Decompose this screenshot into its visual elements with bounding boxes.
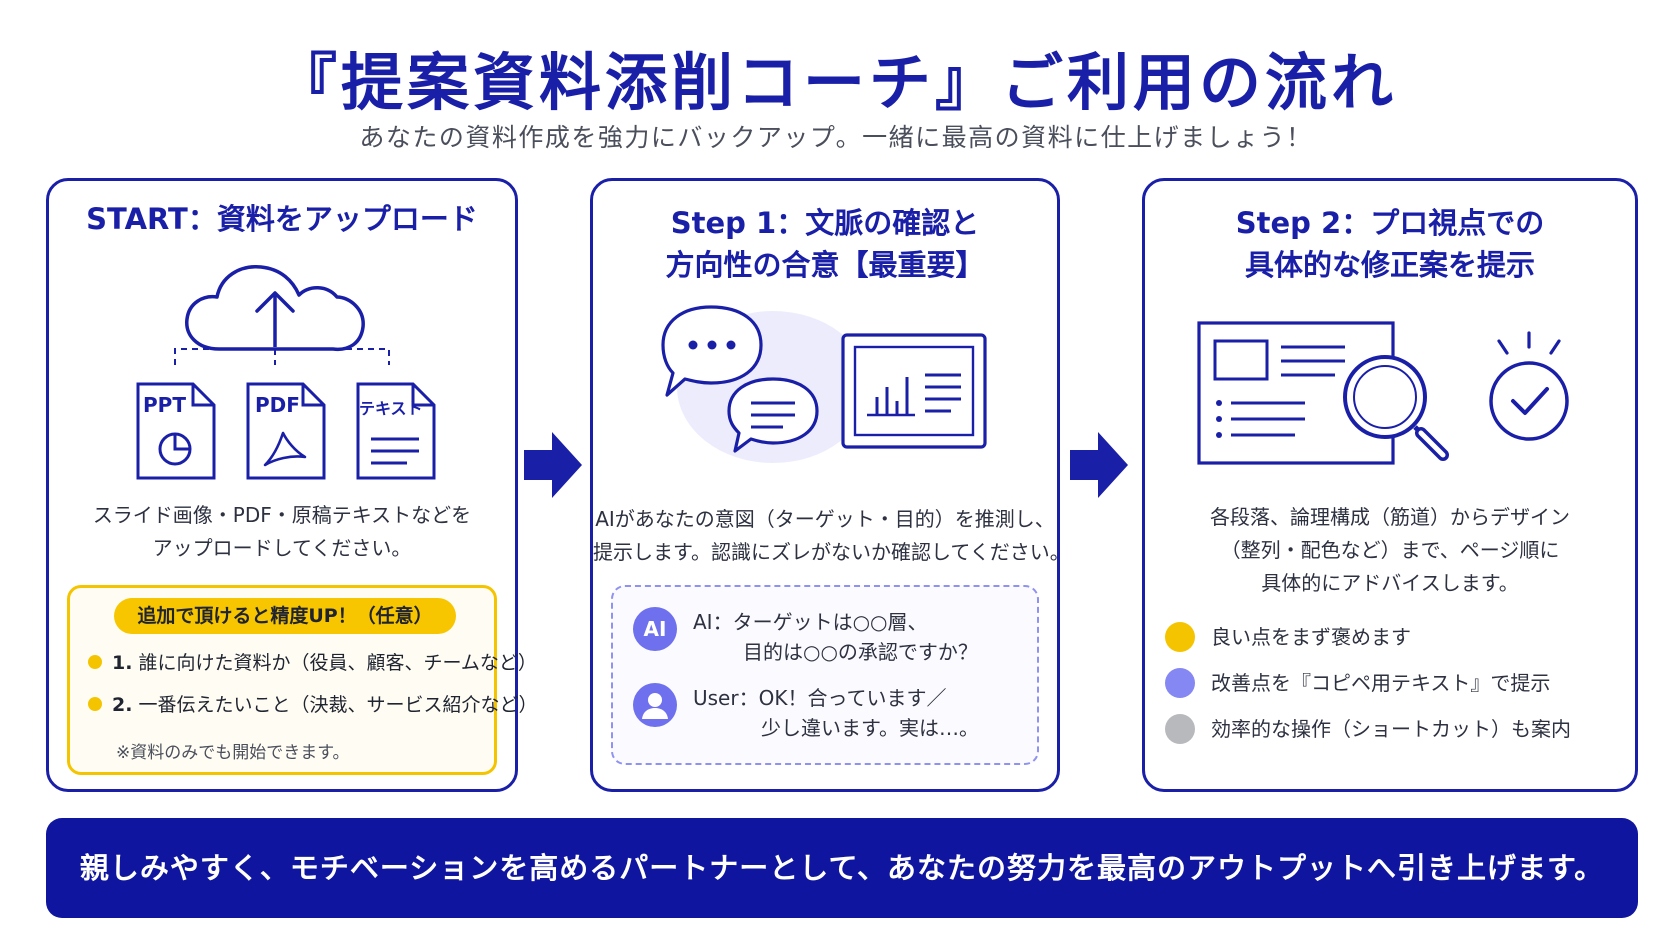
user-message-line-1: User：OK！合っています／ <box>693 686 947 710</box>
gray-dot-icon <box>1165 713 1195 744</box>
ai-avatar: AI <box>633 607 677 651</box>
panel-step1: Step 1：文脈の確認と 方向性の合意【最重要】 AIがあなたの意図（ターゲッ… <box>590 178 1070 792</box>
optional-item: 2. 一番伝えたいこと（決裁、サービス紹介など） <box>88 692 538 718</box>
legend-item-praise: 良い点をまず褒めます <box>1165 621 1411 654</box>
document-magnifier-icon <box>1197 321 1449 465</box>
start-desc-line-1: スライド画像・PDF・原稿テキストなどを <box>92 503 472 527</box>
optional-item: 1. 誰に向けた資料か（役員、顧客、チームなど） <box>88 650 537 676</box>
pdf-file-label: PDF <box>255 393 300 417</box>
yellow-dot-icon <box>88 696 102 711</box>
check-circle-icon <box>1489 331 1569 441</box>
chat-example-box: AI AI：ターゲットは○○層、 目的は○○の承認ですか？ User：OK！合っ… <box>611 585 1039 765</box>
panel-start: START：資料をアップロード PPT PDF テキスト スライド画像・PDF・… <box>46 178 538 792</box>
user-avatar <box>633 683 677 727</box>
ppt-file-icon <box>136 382 216 480</box>
user-icon <box>642 693 668 719</box>
ai-message-line-1: AI：ターゲットは○○層、 <box>693 610 928 634</box>
step1-heading-line-1: Step 1：文脈の確認と <box>670 206 980 240</box>
step2-desc-line-1: 各段落、論理構成（筋道）からデザイン <box>1210 505 1570 529</box>
ai-message-line-2: 目的は○○の承認ですか？ <box>743 640 978 664</box>
panel-step2: Step 2：プロ視点での 具体的な修正案を提示 各段落、論理構成（筋道）からデ… <box>1142 178 1638 792</box>
optional-info-box: 追加で頂けると精度UP！（任意） 1. 誰に向けた資料か（役員、顧客、チームなど… <box>67 585 538 775</box>
optional-note: ※資料のみでも開始できます。 <box>116 743 350 763</box>
step2-heading-line-2: 具体的な修正案を提示 <box>1244 248 1535 282</box>
step1-desc-line-1: AIがあなたの意図（ターゲット・目的）を推測し、 <box>595 507 1055 531</box>
text-file-icon <box>356 382 436 480</box>
user-message-line-2: 少し違います。実は…。 <box>761 716 979 740</box>
presentation-chart-icon <box>841 333 987 449</box>
step1-heading-line-2: 方向性の合意【最重要】 <box>665 248 985 282</box>
legend-item-improve: 改善点を『コピペ用テキスト』で提示 <box>1165 667 1550 700</box>
step2-desc-line-2: （整列・配色など）まで、ページ順に <box>1220 538 1560 562</box>
arrow-right-icon <box>1070 432 1128 498</box>
text-file-label: テキスト <box>359 399 423 418</box>
yellow-dot-icon <box>88 654 102 669</box>
step1-desc-line-2: 提示します。認識にズレがないか確認してください。 <box>593 540 1070 564</box>
start-desc-line-2: アップロードしてください。 <box>152 536 412 560</box>
step2-heading-line-1: Step 2：プロ視点での <box>1235 206 1545 240</box>
yellow-dot-icon <box>1165 621 1195 652</box>
ppt-file-label: PPT <box>143 393 186 417</box>
bottom-banner: 親しみやすく、モチベーションを高めるパートナーとして、あなたの努力を最高のアウト… <box>46 818 1638 918</box>
legend-item-shortcut: 効率的な操作（ショートカット）も案内 <box>1165 713 1571 746</box>
start-heading: START：資料をアップロード <box>86 202 478 236</box>
page-subtitle: あなたの資料作成を強力にバックアップ。一緒に最高の資料に仕上げましょう！ <box>359 123 1313 152</box>
purple-dot-icon <box>1165 667 1195 698</box>
page-title: 『提案資料添削コーチ』ご利用の流れ <box>274 46 1397 119</box>
chat-bubbles-icon <box>661 305 869 463</box>
step2-desc-line-3: 具体的にアドバイスします。 <box>1261 571 1519 595</box>
arrow-right-icon <box>524 432 582 498</box>
optional-badge: 追加で頂けると精度UP！（任意） <box>114 598 456 634</box>
pdf-file-icon <box>246 382 326 480</box>
cloud-upload-icon <box>174 265 390 365</box>
